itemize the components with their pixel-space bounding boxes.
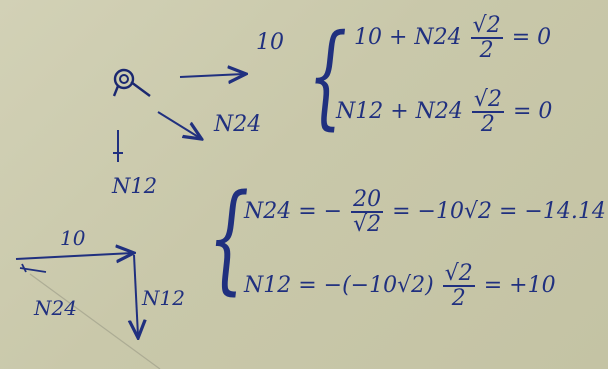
eq2a-lhs: N24 = − [244, 199, 343, 225]
eq2b-den: 2 [451, 286, 466, 312]
member-label-n24: N24 [214, 112, 262, 137]
eq1a-terms: 10 + N24 [354, 25, 462, 51]
equation-1b: N12 + N24 √2 2 = 0 [336, 88, 552, 136]
eq1b-rhs: = 0 [512, 99, 553, 125]
force-label-right: 10 [256, 30, 284, 55]
arrow-diagonal [157, 111, 200, 138]
eq2a-rhs: = −10√2 = −14.14 [392, 199, 606, 225]
force-triangle [15, 253, 161, 369]
eq1a-rhs: = 0 [511, 25, 552, 51]
eq1a-num: √2 [470, 13, 503, 40]
eq2b-fraction: √2 2 [442, 261, 475, 312]
eq1b-num: √2 [471, 87, 504, 114]
eq1a-den: 2 [479, 38, 494, 64]
eq2a-num: 20 [351, 187, 384, 214]
equation-1a: 10 + N24 √2 2 = 0 [354, 14, 551, 62]
eq1b-terms: N12 + N24 [336, 99, 463, 125]
equation-2b: N12 = −(−10√2) √2 2 = +10 [244, 262, 556, 310]
brace-system2: { [208, 168, 250, 306]
member-label-n12: N12 [112, 174, 158, 198]
eq2a-den: √2 [353, 212, 382, 238]
brace-system1: { [308, 11, 348, 141]
eq1a-fraction: √2 2 [470, 13, 503, 64]
triangle-label-top: 10 [60, 226, 86, 250]
eq2b-rhs: = +10 [483, 273, 556, 299]
eq2b-num: √2 [442, 261, 475, 288]
node-icon [112, 68, 151, 97]
triangle-label-vert: N12 [142, 286, 185, 310]
eq2a-fraction: 20 √2 [351, 187, 384, 238]
eq1b-fraction: √2 2 [471, 87, 504, 138]
triangle-label-hyp: N24 [34, 296, 77, 320]
equation-2a: N24 = − 20 √2 = −10√2 = −14.14 [244, 188, 606, 236]
eq2b-lhs: N12 = −(−10√2) [244, 273, 434, 299]
arrow-right [179, 74, 244, 77]
eq1b-den: 2 [480, 112, 495, 138]
